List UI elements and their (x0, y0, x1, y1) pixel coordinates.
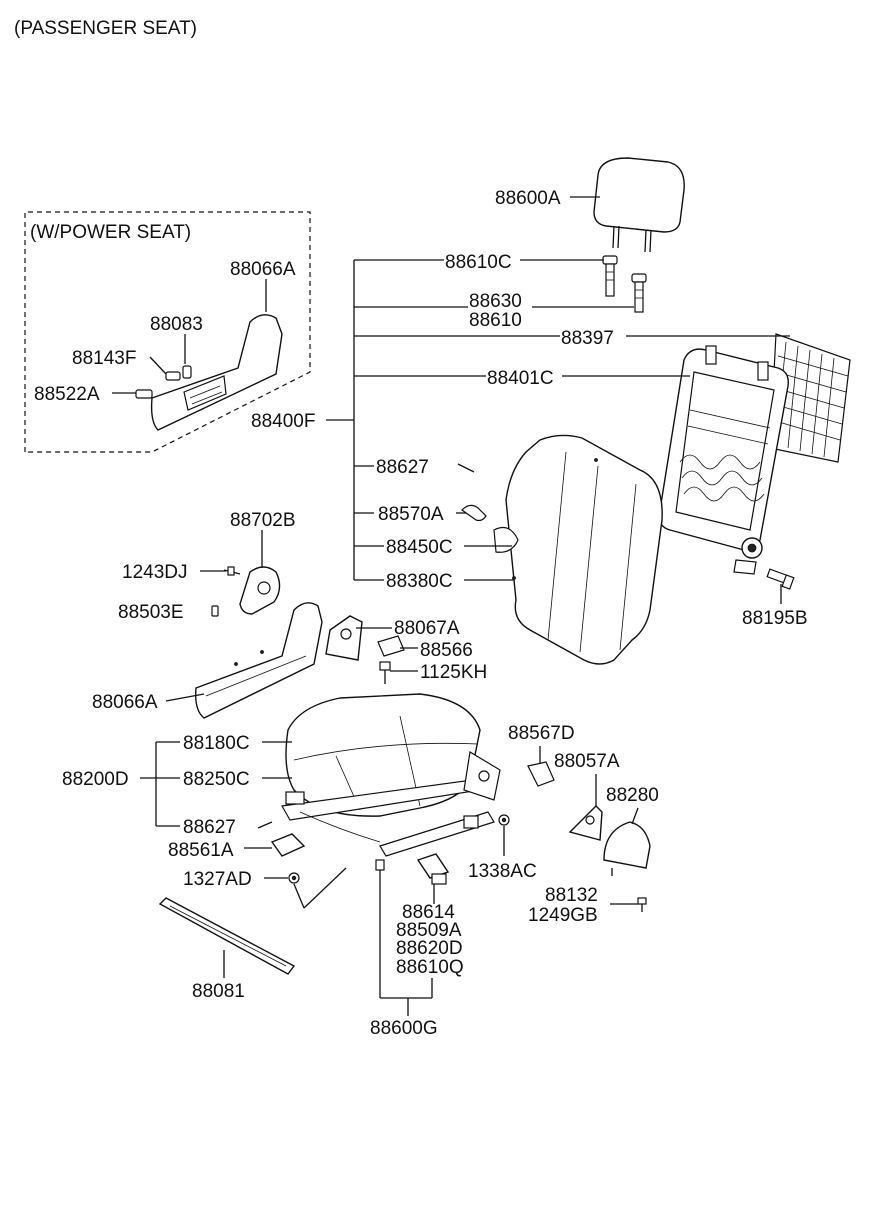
label-88610: 88610 (469, 310, 522, 331)
label-88066A: 88066A (92, 692, 158, 713)
cover-88057A-part (568, 805, 603, 841)
seatback-frame-part (658, 333, 851, 575)
cap-88522A-part (135, 389, 153, 399)
label-88180C: 88180C (183, 733, 250, 754)
diagram-heading: (PASSENGER SEAT) (14, 18, 197, 39)
label-88132: 88132 (545, 885, 598, 906)
label-88610C: 88610C (445, 252, 512, 273)
clip-88503E-part (211, 605, 219, 617)
label-88570A: 88570A (378, 504, 444, 525)
label-88566: 88566 (420, 640, 473, 661)
cap-88566-part (377, 635, 405, 657)
label-88630: 88630 (469, 291, 522, 312)
label-1125KH: 1125KH (420, 662, 487, 683)
label-88400F: 88400F (251, 411, 315, 432)
seatback-cushion-part (493, 434, 663, 665)
nut-1327AD-part (288, 872, 300, 884)
headrest-guide-parts (602, 255, 647, 313)
seat-track-part (281, 751, 501, 857)
foot-bracket-part (375, 859, 385, 871)
label-88509A: 88509A (396, 920, 462, 941)
label-88067A: 88067A (394, 618, 460, 639)
leader-lines (112, 196, 790, 1016)
label-88401C: 88401C (487, 368, 554, 389)
label-1243DJ: 1243DJ (122, 562, 188, 583)
label-88503E: 88503E (118, 602, 184, 623)
label-88397: 88397 (561, 328, 614, 349)
power-side-cover-part (150, 314, 283, 431)
screw-88132-part (637, 897, 647, 912)
cover-88561A-part (270, 833, 306, 857)
label-88600A: 88600A (495, 188, 561, 209)
label-88627-top: 88627 (376, 457, 429, 478)
headrest-part (593, 157, 685, 253)
label-88200D: 88200D (62, 769, 129, 790)
label-1249GB: 1249GB (528, 905, 598, 926)
power-seat-box: (W/POWER SEAT) (24, 211, 311, 453)
label-88567D: 88567D (508, 723, 575, 744)
pin-88627-part (457, 463, 475, 473)
label-88522A: 88522A (34, 384, 100, 405)
trim-strip-88081-part (158, 897, 296, 975)
pin-88627-bottom-part (257, 821, 273, 829)
power-seat-box-title: (W/POWER SEAT) (30, 222, 191, 243)
label-1327AD: 1327AD (183, 869, 252, 890)
label-88057A: 88057A (554, 751, 620, 772)
label-88627-bottom: 88627 (183, 817, 236, 838)
bolt-88195B-part (766, 568, 795, 590)
label-88081: 88081 (192, 981, 245, 1002)
switch-knob-88143F-part (165, 371, 181, 381)
part-labels: 88600A 88610C 88630 88610 88397 88401C 8… (34, 188, 808, 1039)
label-88195B: 88195B (742, 608, 808, 629)
label-88250C: 88250C (183, 769, 250, 790)
label-88702B: 88702B (230, 510, 296, 531)
cover-88567D-part (527, 761, 555, 787)
cover-88067A-part (325, 615, 363, 661)
label-88280: 88280 (606, 785, 659, 806)
clip-88570A-part (461, 504, 487, 522)
label-88600G: 88600G (370, 1018, 438, 1039)
label-88450C: 88450C (386, 537, 453, 558)
manual-side-cover-part (194, 602, 323, 719)
label-88561A: 88561A (168, 840, 234, 861)
nut-1338AC-part (498, 814, 510, 826)
recliner-cover-part (239, 566, 281, 615)
label-88620D: 88620D (396, 938, 463, 959)
label-88066A-box: 88066A (230, 259, 296, 280)
cover-88280-part (603, 821, 651, 876)
label-88614: 88614 (402, 902, 455, 923)
bolt-1125KH-part (379, 661, 391, 684)
label-88380C: 88380C (386, 571, 453, 592)
label-88610Q: 88610Q (396, 957, 464, 978)
label-88083: 88083 (150, 314, 203, 335)
motor-88614-part (416, 853, 450, 885)
label-88143F: 88143F (72, 348, 136, 369)
screw-1243DJ-part (223, 566, 241, 576)
label-1338AC: 1338AC (468, 861, 537, 882)
switch-knob-88083-part (182, 365, 192, 379)
